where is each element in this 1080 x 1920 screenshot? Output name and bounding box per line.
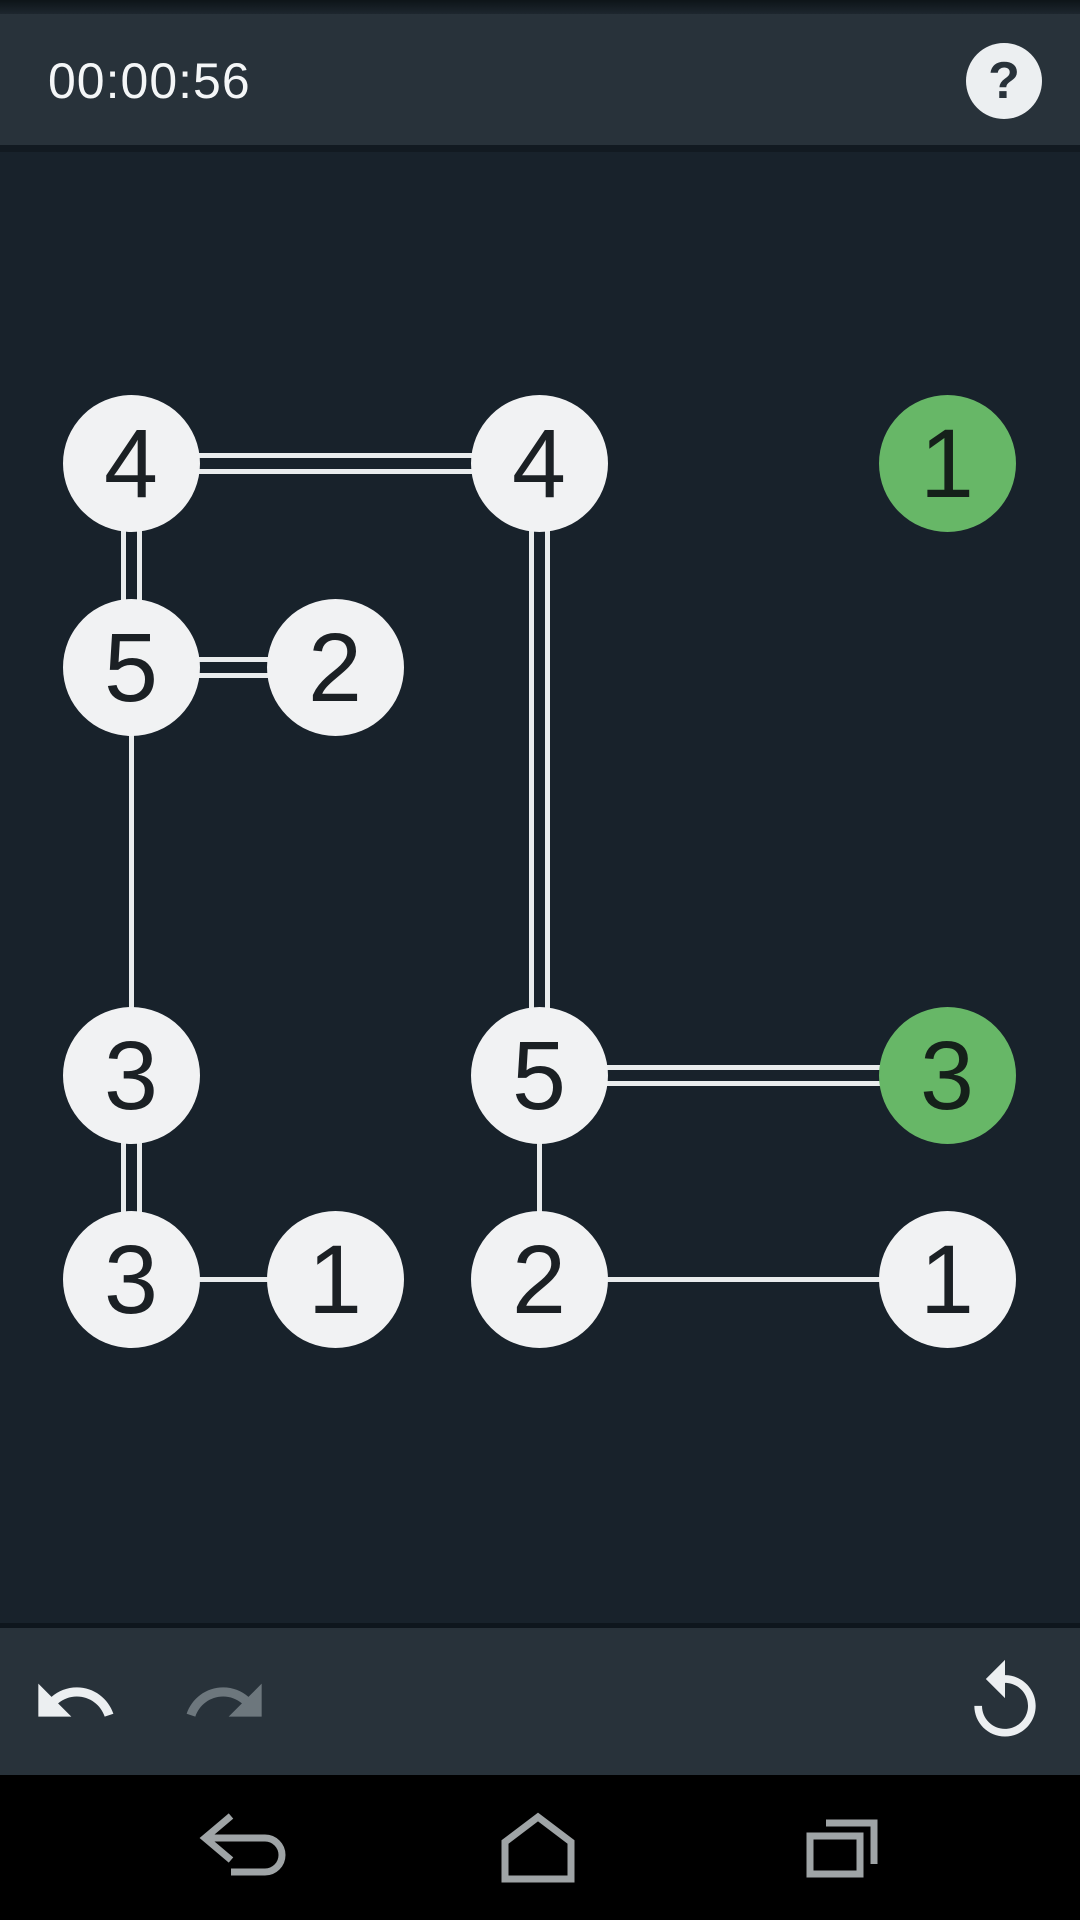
status-bar (0, 0, 1080, 14)
restart-button[interactable] (930, 1628, 1080, 1775)
home-icon (501, 1812, 575, 1882)
header-divider (0, 145, 1080, 152)
undo-button[interactable] (0, 1628, 150, 1775)
bridge-line (539, 1080, 947, 1086)
bridge-line (131, 672, 335, 678)
puzzle-node-c1-value-4[interactable]: 4 (470, 394, 608, 532)
bridge-line (536, 1075, 542, 1279)
bridge-line (120, 463, 126, 667)
bridge-line (131, 1276, 335, 1282)
puzzle-node-c4-value-5[interactable]: 5 (470, 1006, 608, 1144)
bridge-line (539, 1064, 947, 1070)
undo-icon (38, 1683, 114, 1717)
puzzle-node-c5-value-2[interactable]: 2 (470, 1210, 608, 1348)
header-bar: 00:00:56 ? (0, 14, 1080, 148)
bridge-line (120, 1075, 126, 1279)
android-nav-bar (0, 1775, 1080, 1920)
puzzle-node-e1-value-1[interactable]: 1 (878, 394, 1016, 532)
bridge-line (128, 667, 134, 1075)
puzzle-node-a2-value-5[interactable]: 5 (62, 598, 200, 736)
bridge-line (136, 1075, 142, 1279)
game-timer: 00:00:56 (48, 53, 251, 109)
bridge-line (136, 463, 142, 667)
bottom-toolbar (0, 1628, 1080, 1775)
bridge-line (131, 656, 335, 662)
recents-icon (806, 1819, 878, 1877)
puzzle-node-a5-value-3[interactable]: 3 (62, 1210, 200, 1348)
puzzle-node-b2-value-2[interactable]: 2 (266, 598, 404, 736)
redo-button[interactable] (150, 1628, 300, 1775)
redo-icon (186, 1683, 262, 1717)
nav-back-button[interactable] (130, 1775, 350, 1920)
puzzle-node-b5-value-1[interactable]: 1 (266, 1210, 404, 1348)
help-button[interactable]: ? (966, 43, 1042, 119)
bridge-line (528, 463, 534, 1075)
puzzle-node-a1-value-4[interactable]: 4 (62, 394, 200, 532)
bridge-line (131, 468, 539, 474)
bridge-line (131, 452, 539, 458)
puzzle-node-a4-value-3[interactable]: 3 (62, 1006, 200, 1144)
restart-icon (974, 1659, 1036, 1736)
back-icon (199, 1812, 286, 1875)
bridge-line (539, 1276, 947, 1282)
question-mark-icon: ? (988, 52, 1020, 110)
bridge-line (544, 463, 550, 1075)
toolbar-divider (0, 1623, 1080, 1628)
nav-home-button[interactable] (428, 1775, 648, 1920)
puzzle-node-e4-value-3[interactable]: 3 (878, 1006, 1016, 1144)
nav-recents-button[interactable] (731, 1775, 951, 1920)
puzzle-node-e5-value-1[interactable]: 1 (878, 1210, 1016, 1348)
